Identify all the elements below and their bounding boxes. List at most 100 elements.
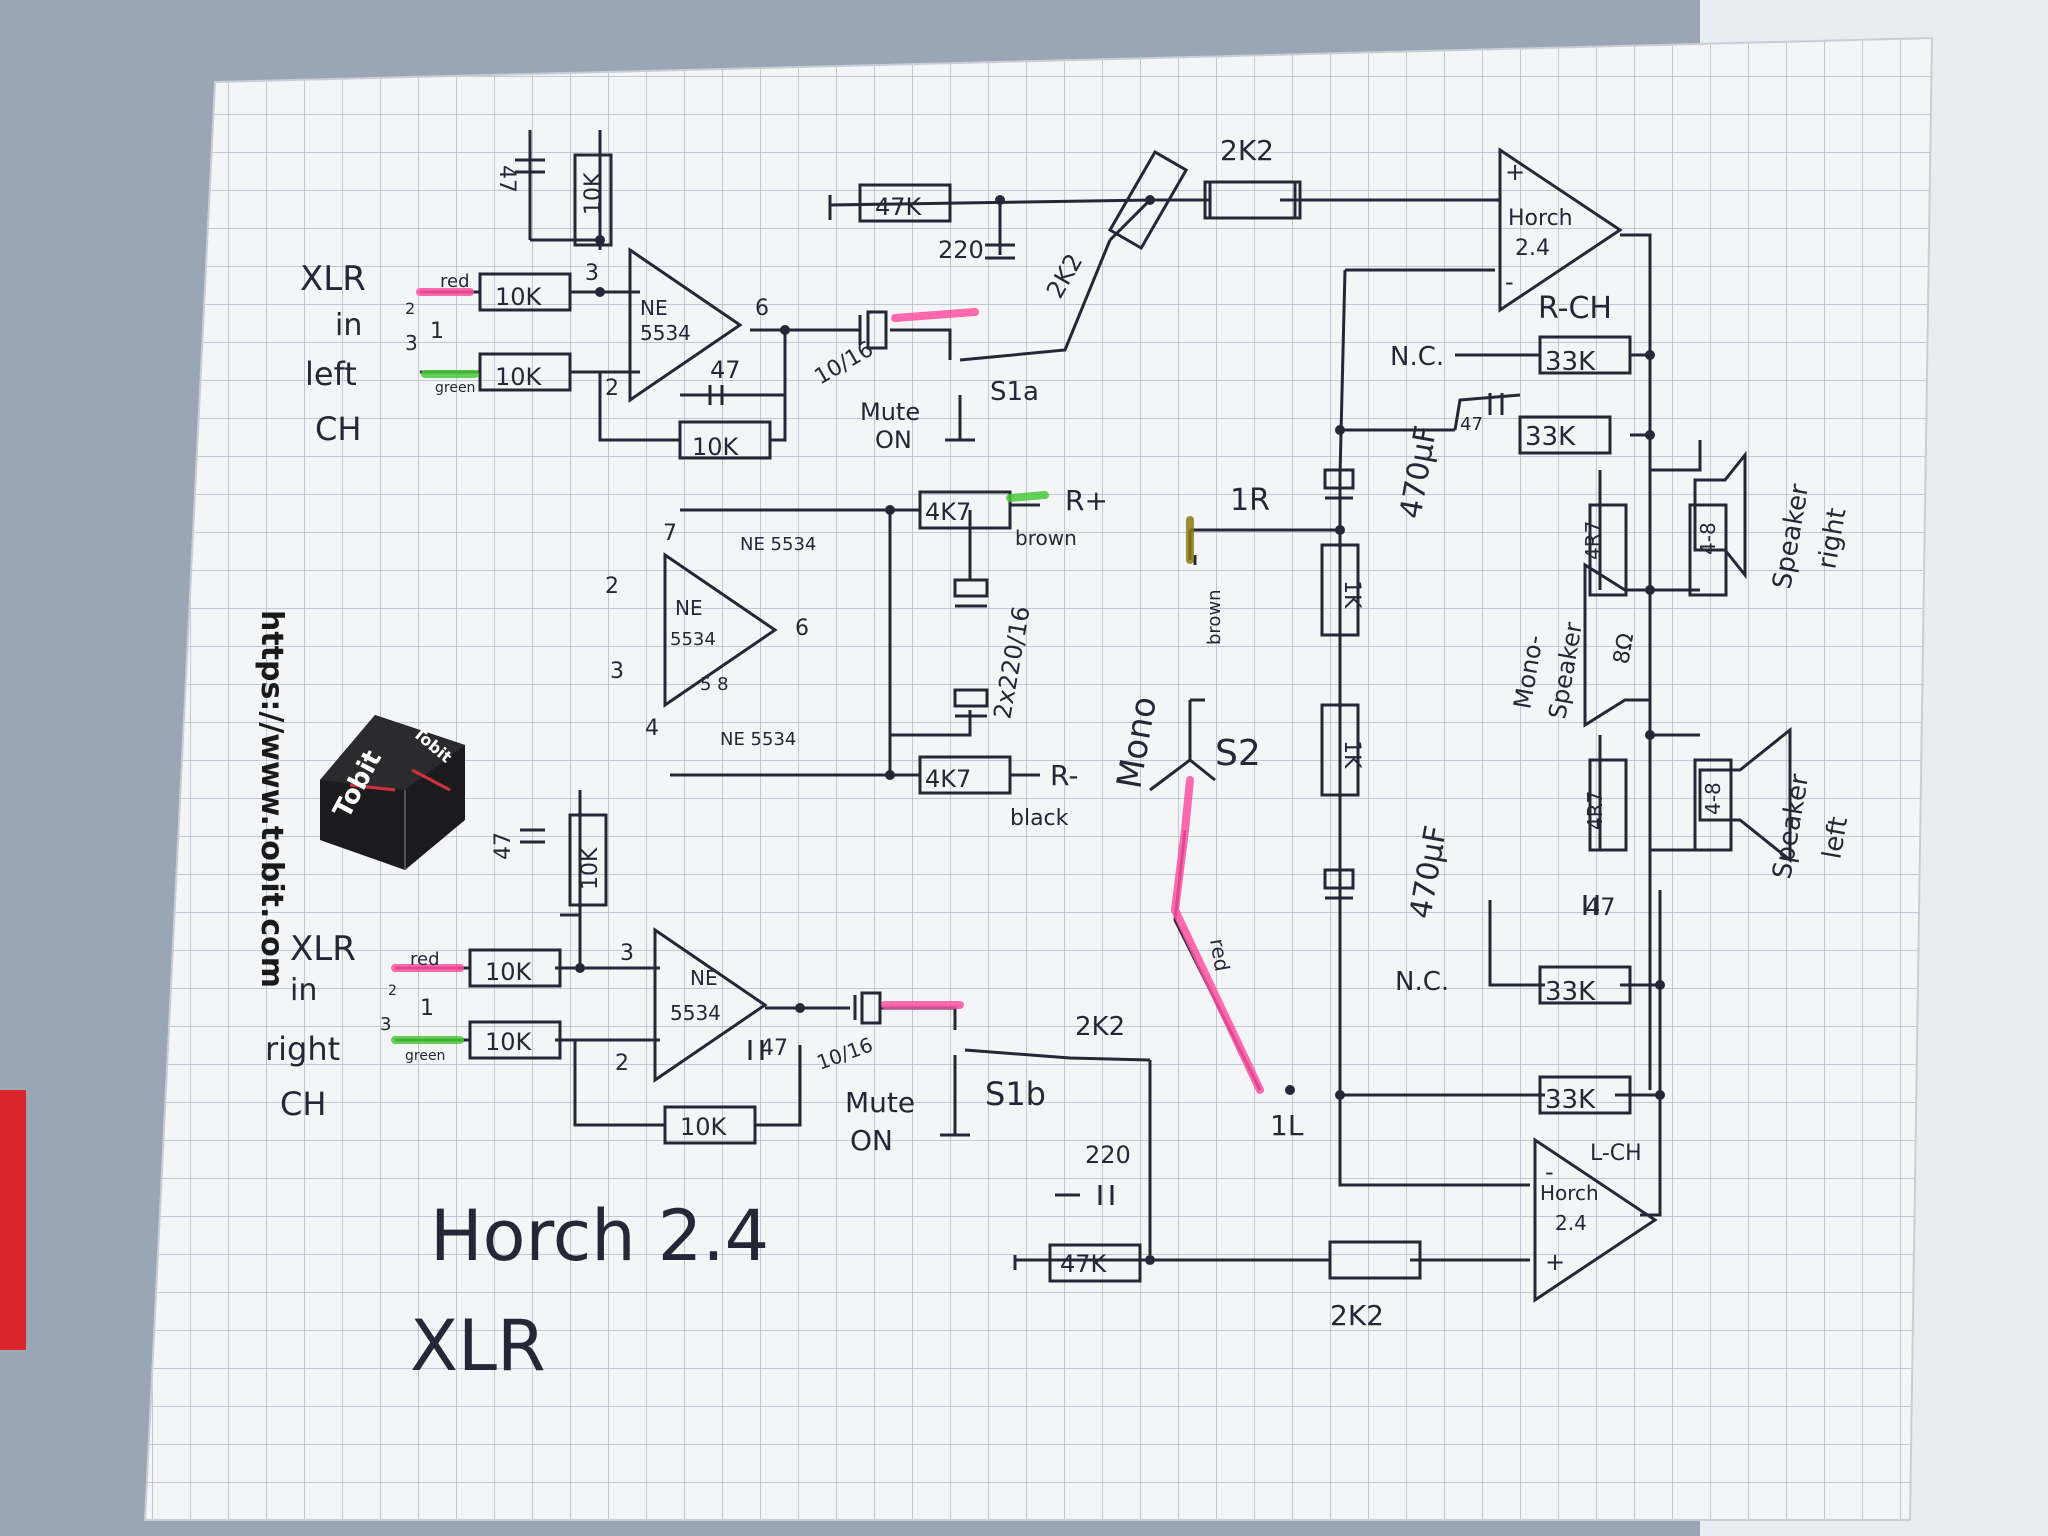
c-47-2: 47 xyxy=(710,356,741,384)
xlr-right-1: XLR xyxy=(290,929,356,969)
opamp-right-chip: 5534 xyxy=(670,1001,721,1025)
r-10k-2: 10K xyxy=(495,363,543,391)
r-33k-3: 33K xyxy=(1545,977,1596,1007)
r-47k-bottom: 47K xyxy=(1060,1250,1108,1278)
l-ch-label: L-CH xyxy=(1590,1141,1642,1166)
s2-label: S2 xyxy=(1215,733,1261,774)
pin-2-left: 2 xyxy=(405,299,415,318)
c-220-top: 220 xyxy=(938,236,984,264)
nc-label-top: N.C. xyxy=(1390,342,1444,372)
op-pin-3-right: 3 xyxy=(620,941,634,966)
r-4r7-1: 4R7 xyxy=(1581,521,1605,560)
r-33k-4: 33K xyxy=(1545,1085,1596,1115)
op-pin-3-left: 3 xyxy=(585,261,599,286)
pin-2-right: 2 xyxy=(388,983,397,999)
junction-dots xyxy=(575,195,1665,1265)
op-pin-6-left: 6 xyxy=(755,296,769,321)
r-10-right: 1 xyxy=(420,996,434,1021)
r-10k-5: 10K xyxy=(485,958,533,986)
c-47-4: 47 xyxy=(1585,893,1616,921)
mono-spk-ohm: 8Ω xyxy=(1609,631,1639,666)
r-10k-3: 10K xyxy=(692,433,740,461)
mute-on-2-top: ON xyxy=(875,426,912,454)
r-plus-label: R+ xyxy=(1065,484,1108,517)
r-4r7-2: 4R7 xyxy=(1583,791,1607,830)
horch-bottom-minus: - xyxy=(1545,1158,1554,1186)
spk-right-ohm: 4-8 xyxy=(1696,522,1720,555)
pin-3-right: 3 xyxy=(380,1014,391,1035)
opamp-left-chip: 5534 xyxy=(640,321,691,345)
op-pin-2-power: 2 xyxy=(605,574,619,599)
r-10k-8: 10K xyxy=(578,847,603,890)
r-33k-1: 33K xyxy=(1545,347,1596,377)
s1b-label: S1b xyxy=(985,1075,1046,1113)
r-2k2-bottom: 2K2 xyxy=(1330,1299,1384,1332)
xlr-left-1: XLR xyxy=(300,259,366,299)
horch-top-plus: + xyxy=(1505,158,1525,186)
s1a-label: S1a xyxy=(990,377,1039,407)
r-4k7-1: 4K7 xyxy=(925,498,971,526)
r-10-left: 1 xyxy=(430,319,444,344)
mute-on-1-bottom: Mute xyxy=(845,1086,915,1119)
red-wire-label: red xyxy=(1205,937,1234,973)
horch-top-2: 2.4 xyxy=(1515,236,1550,261)
switches xyxy=(828,195,1205,1270)
speaker-right xyxy=(1693,450,1747,580)
red-object-edge xyxy=(0,1090,26,1350)
op-pin-2-right: 2 xyxy=(615,1051,629,1076)
ne5534-bottom-label: NE 5534 xyxy=(720,729,796,750)
r-10k-7: 10K xyxy=(680,1113,728,1141)
r-2k2-top: 2K2 xyxy=(1220,134,1274,167)
r-minus-label: R- xyxy=(1050,759,1078,792)
opamp-power-pins-5-8: 5 8 xyxy=(700,674,729,695)
capacitors xyxy=(515,158,1599,1205)
horch-bottom-1: Horch xyxy=(1540,1181,1599,1205)
xlr-left-3: left xyxy=(305,355,357,393)
black-label: black xyxy=(1010,806,1069,831)
op-pin-3-power: 3 xyxy=(610,659,624,684)
opamp-left-ne: NE xyxy=(640,296,668,320)
xlr-right-3: right xyxy=(265,1030,340,1068)
r-1k-1: 1K xyxy=(1339,580,1364,609)
xlr-right-2: in xyxy=(290,973,317,1008)
opamp-right-ne: NE xyxy=(690,966,718,990)
r-2k2-mid: 2K2 xyxy=(1075,1012,1125,1042)
horch-top-minus: - xyxy=(1505,268,1514,296)
xlr-left-4: CH xyxy=(315,410,361,448)
speaker-left xyxy=(1698,726,1792,864)
xlr-left-2: in xyxy=(335,308,362,343)
op-pin-2-left: 2 xyxy=(605,376,619,401)
opamp-power-chip: 5534 xyxy=(670,629,716,650)
paper-sheet xyxy=(143,36,1934,1521)
brown-wire-label: brown xyxy=(1204,589,1225,645)
r-1k-2: 1K xyxy=(1339,740,1364,769)
one-l-label: 1L xyxy=(1270,1109,1304,1142)
c-220-bottom: 220 xyxy=(1085,1141,1131,1169)
r-10k-1: 10K xyxy=(495,283,543,311)
c-47-6: 47 xyxy=(760,1036,788,1061)
red-label-right: red xyxy=(410,949,440,970)
op-pin-4-power: 4 xyxy=(645,716,659,741)
title-line-1: Horch 2.4 xyxy=(430,1195,769,1277)
nc-label-bottom: N.C. xyxy=(1395,967,1449,997)
one-r-label: 1R xyxy=(1230,483,1270,518)
color-highlights xyxy=(391,288,1264,1094)
url-text: https://www.tobit.com xyxy=(254,610,289,988)
r-4k7-2: 4K7 xyxy=(925,765,971,793)
horch-bottom-plus: + xyxy=(1545,1248,1565,1276)
ne5534-top-label: NE 5534 xyxy=(740,534,816,555)
r-10k-4: 10K xyxy=(581,172,606,215)
c-47-5: 47 xyxy=(491,832,516,860)
r-10k-6: 10K xyxy=(485,1028,533,1056)
op-pin-6-power: 6 xyxy=(795,616,809,641)
red-label-left: red xyxy=(440,271,470,292)
r-ch-label: R-CH xyxy=(1538,291,1612,326)
green-label-left: green xyxy=(435,380,475,396)
mute-on-2-bottom: ON xyxy=(850,1124,893,1157)
spk-left-2: left xyxy=(1817,815,1854,862)
xlr-right-4: CH xyxy=(280,1085,326,1123)
brown-label: brown xyxy=(1015,526,1077,550)
pin-3-left: 3 xyxy=(405,331,418,355)
opamp-power-ne: NE xyxy=(675,596,703,620)
